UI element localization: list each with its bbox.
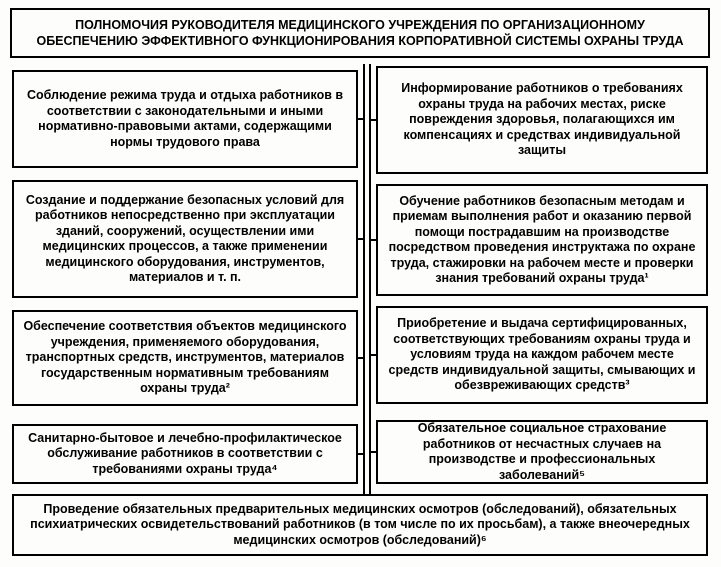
right-box-social-insurance: Обязательное социальное страхование рабо… — [376, 420, 708, 484]
connector-right-2 — [369, 239, 376, 241]
left-box-work-rest-regime: Соблюдение режима труда и отдыха работни… — [12, 70, 358, 168]
left-box-equipment-compliance: Обеспечение соответствия объектов медици… — [12, 310, 358, 406]
connector-left-3 — [358, 357, 365, 359]
left-box-sanitary-services: Санитарно-бытовое и лечебно-профилактиче… — [12, 424, 358, 484]
connector-right-1 — [369, 119, 376, 121]
connector-vertical-right — [369, 64, 371, 494]
left-box-safe-conditions: Создание и поддержание безопасных услови… — [12, 180, 358, 298]
connector-left-1 — [358, 118, 365, 120]
right-box-informing-workers: Информирование работников о требованиях … — [376, 66, 708, 174]
connector-right-4 — [369, 451, 376, 453]
connector-left-2 — [358, 238, 365, 240]
connector-left-4 — [358, 453, 365, 455]
right-box-protective-equipment: Приобретение и выдача сертифицированных,… — [376, 306, 708, 404]
bottom-box-medical-examinations: Проведение обязательных предварительных … — [12, 494, 708, 556]
connector-vertical-left — [363, 64, 365, 494]
right-box-training: Обучение работников безопасным методам и… — [376, 184, 708, 296]
connector-right-3 — [369, 354, 376, 356]
diagram-title: ПОЛНОМОЧИЯ РУКОВОДИТЕЛЯ МЕДИЦИНСКОГО УЧР… — [10, 8, 710, 58]
